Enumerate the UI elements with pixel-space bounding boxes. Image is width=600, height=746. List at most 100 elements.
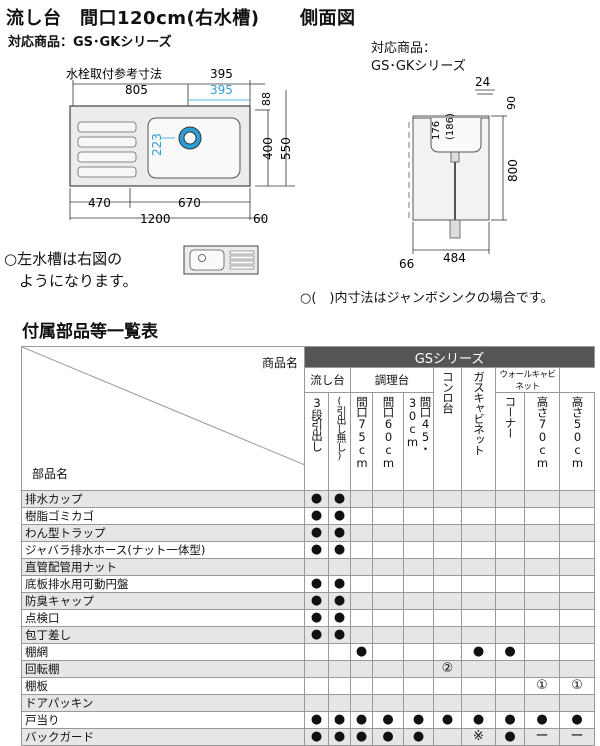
col-no-drawer: (引出し無し) <box>328 392 351 491</box>
compatible-products-right-label: 対応商品： <box>371 41 437 56</box>
part-cell: ー <box>558 728 596 746</box>
part-cell: ● <box>328 524 351 542</box>
part-cell: ● <box>328 609 351 627</box>
part-cell <box>304 677 329 695</box>
parts-table-body: 排水カップ●●樹脂ゴミカゴ●●わん型トラップ●●ジャバラ排水ホース(ナット一体型… <box>21 490 596 746</box>
table-row: わん型トラップ●● <box>21 524 596 542</box>
part-cell <box>403 677 434 695</box>
part-cell <box>350 677 373 695</box>
dim-186: (186) <box>445 113 456 140</box>
part-cell <box>403 575 434 593</box>
part-cell <box>461 507 496 525</box>
part-cell: ● <box>350 728 373 746</box>
part-name: 棚板 <box>21 677 305 695</box>
group-counter: 調理台 <box>350 367 434 393</box>
part-cell: ● <box>304 524 329 542</box>
part-cell <box>524 507 560 525</box>
part-cell <box>524 592 560 610</box>
dim-90: 90 <box>505 96 518 110</box>
table-row: 直管配管用ナット <box>21 558 596 576</box>
col-w75: 間口75cm <box>350 392 373 491</box>
part-name: 回転棚 <box>21 660 305 678</box>
jumbo-sink-note: ○( )内寸法はジャンボシンクの場合です。 <box>300 291 554 306</box>
table-row: 底板排水用可動円盤●● <box>21 575 596 593</box>
col-w60: 間口60cm <box>372 392 404 491</box>
part-cell: ● <box>328 541 351 559</box>
parts-list-title: 付属部品等一覧表 <box>22 322 158 342</box>
part-cell <box>403 507 434 525</box>
table-row: ジャバラ排水ホース(ナット一体型)●● <box>21 541 596 559</box>
part-cell <box>524 626 560 644</box>
part-cell: ● <box>304 626 329 644</box>
part-name-label: 部品名 <box>32 467 69 481</box>
part-cell <box>372 541 404 559</box>
part-cell: ① <box>558 677 596 695</box>
part-cell <box>328 660 351 678</box>
dim-88: 88 <box>260 92 273 106</box>
part-cell <box>558 592 596 610</box>
part-cell <box>558 609 596 627</box>
dim-66: 66 <box>399 257 414 271</box>
part-cell <box>433 626 462 644</box>
part-cell <box>372 524 404 542</box>
part-cell <box>558 558 596 576</box>
part-cell: ー <box>524 728 560 746</box>
part-cell <box>461 592 496 610</box>
part-cell <box>433 592 462 610</box>
part-cell <box>461 541 496 559</box>
part-cell: ● <box>304 575 329 593</box>
part-cell: ● <box>461 643 496 661</box>
part-cell <box>495 694 525 712</box>
part-cell: ● <box>495 728 525 746</box>
part-cell <box>558 490 596 508</box>
part-cell <box>350 490 373 508</box>
part-cell: ● <box>372 728 404 746</box>
part-cell: ● <box>304 728 329 746</box>
part-cell <box>495 541 525 559</box>
part-cell <box>524 524 560 542</box>
part-cell <box>558 507 596 525</box>
part-cell <box>372 626 404 644</box>
part-cell <box>495 660 525 678</box>
part-cell <box>304 694 329 712</box>
part-cell <box>433 643 462 661</box>
part-name: 樹脂ゴミカゴ <box>21 507 305 525</box>
part-cell: ① <box>524 677 560 695</box>
part-cell <box>372 558 404 576</box>
part-cell <box>461 524 496 542</box>
part-name: 点検口 <box>21 609 305 627</box>
left-sink-diagram <box>183 245 259 275</box>
part-cell <box>403 609 434 627</box>
part-cell <box>524 694 560 712</box>
part-cell: ● <box>304 592 329 610</box>
dim-1200: 1200 <box>140 212 171 226</box>
part-cell <box>328 677 351 695</box>
part-cell <box>433 728 462 746</box>
part-cell <box>350 592 373 610</box>
part-cell: ※ <box>461 728 496 746</box>
part-name: 直管配管用ナット <box>21 558 305 576</box>
col-konro: コンロ台 <box>433 367 462 491</box>
top-view-diagram: 水栓取付参考寸法 395 805 395 88 223 400 550 470 … <box>66 66 295 226</box>
part-cell <box>403 694 434 712</box>
part-cell <box>372 609 404 627</box>
part-cell: ● <box>304 507 329 525</box>
group-wall-cabinet: ウォールキャビネット <box>495 367 560 393</box>
part-cell <box>461 575 496 593</box>
part-cell <box>328 643 351 661</box>
table-row: 樹脂ゴミカゴ●● <box>21 507 596 525</box>
dim-470: 470 <box>88 196 111 210</box>
side-view-title: 側面図 <box>300 8 356 29</box>
part-cell <box>328 558 351 576</box>
table-row: 包丁差し●● <box>21 626 596 644</box>
dim-395-blue: 395 <box>210 83 233 97</box>
dim-670: 670 <box>178 196 201 210</box>
part-cell <box>350 507 373 525</box>
parts-table: 商品名 部品名 GSシリーズ 流し台 調理台 コンロ台 ガスキャビネット ウォー… <box>21 346 596 746</box>
part-cell <box>350 541 373 559</box>
part-cell <box>372 643 404 661</box>
part-cell <box>558 643 596 661</box>
part-name: 防臭キャップ <box>21 592 305 610</box>
